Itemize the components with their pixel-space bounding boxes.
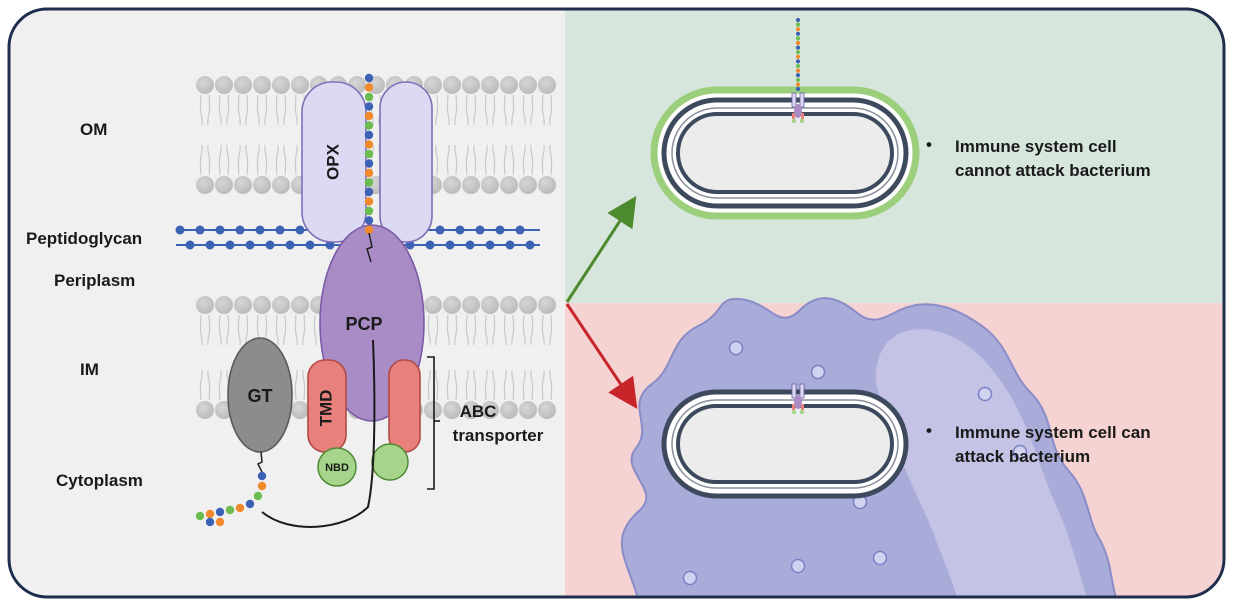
- opx-right: [379, 81, 433, 243]
- gt-link: [256, 451, 263, 473]
- chain-link: [366, 232, 373, 263]
- nascent-chain: [195, 471, 267, 527]
- label-om: OM: [80, 120, 107, 139]
- tmd-right: [388, 359, 421, 453]
- figure-frame: [7, 7, 1226, 599]
- bullet-attacked: •: [926, 421, 932, 440]
- bacterium-protected: [650, 17, 920, 220]
- abc-bracket: [427, 356, 435, 490]
- arrow-to-attacked: [565, 303, 638, 409]
- polysaccharide-chain: [364, 73, 374, 235]
- lipid-carrier-path: [261, 339, 376, 528]
- protected-line-1: Immune system cell: [955, 137, 1117, 156]
- label-nbd: NBD: [325, 462, 349, 474]
- bacterium-attacked: [661, 383, 909, 499]
- arrow-to-protected: [565, 195, 637, 303]
- label-periplasm: Periplasm: [54, 271, 135, 290]
- bullet-protected: •: [926, 135, 932, 154]
- label-cytoplasm: Cytoplasm: [56, 471, 143, 490]
- nbd-left: [317, 447, 357, 487]
- label-gt: GT: [248, 386, 273, 406]
- gt-protein: [227, 337, 293, 453]
- label-transporter: transporter: [453, 426, 544, 445]
- label-opx: OPX: [323, 143, 342, 180]
- export-complex-icon: [791, 383, 805, 415]
- label-im: IM: [80, 360, 99, 379]
- nbd-right: [371, 443, 409, 481]
- attacked-line-2: attack bacterium: [955, 447, 1090, 466]
- label-peptidoglycan: Peptidoglycan: [26, 229, 142, 248]
- label-pcp: PCP: [345, 314, 382, 334]
- opx-complex: [301, 81, 433, 243]
- label-abc: ABC: [460, 402, 497, 421]
- attacked-line-1: Immune system cell can: [955, 423, 1151, 442]
- protected-line-2: cannot attack bacterium: [955, 161, 1151, 180]
- label-tmd: TMD: [316, 390, 335, 427]
- export-complex-icon: [791, 17, 805, 124]
